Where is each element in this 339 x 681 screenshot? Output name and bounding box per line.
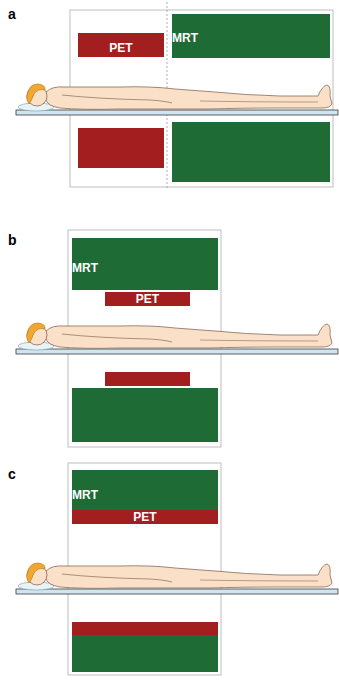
panel-letter: b	[8, 232, 17, 248]
panel-letter: c	[8, 466, 16, 482]
node-text: MRT	[172, 31, 198, 45]
node-text: MRT	[72, 488, 98, 502]
node-text: PET	[109, 41, 132, 55]
node-text: MRT	[72, 261, 98, 275]
pet-ring: PET	[72, 510, 218, 524]
mrt-magnet: MRT	[172, 14, 330, 58]
node-text: PET	[133, 510, 156, 524]
pet-ring: PET	[105, 292, 190, 306]
mrt-magnet: MRT	[72, 470, 218, 510]
mrt-magnet: MRT	[72, 238, 218, 290]
panel-letter: a	[8, 6, 16, 22]
node-text: PET	[136, 292, 159, 306]
pet-ring: PET	[78, 33, 164, 57]
